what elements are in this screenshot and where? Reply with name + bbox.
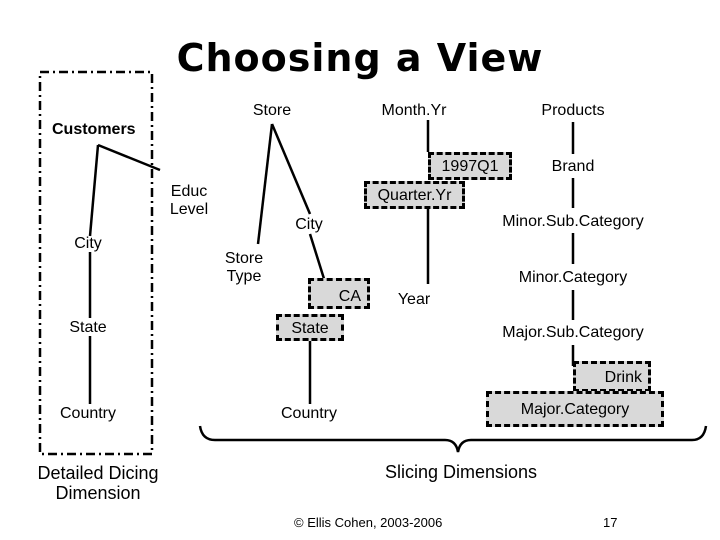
- store-type-label: Store Type: [224, 250, 264, 285]
- year-label: Year: [397, 291, 431, 308]
- customer-state-label: State: [69, 319, 107, 336]
- quarteryr-label: Quarter.Yr: [377, 187, 452, 204]
- minor-category-label: Minor.Category: [518, 269, 628, 286]
- state-slice-box: State: [276, 314, 344, 341]
- drink-slice-box: Drink: [573, 361, 651, 392]
- q1-slice-box: 1997Q1: [428, 152, 512, 180]
- line-store-city: [270, 123, 312, 215]
- major-sub-category-label: Major.Sub.Category: [502, 324, 644, 341]
- store-country-label: Country: [280, 405, 338, 422]
- monthyr-label: Month.Yr: [381, 102, 447, 119]
- customer-country-label: Country: [59, 405, 117, 422]
- page-title: Choosing a View: [176, 36, 544, 80]
- line-city-ca: [308, 233, 327, 283]
- ca-label: CA: [338, 288, 361, 305]
- line-customers-city: [88, 144, 100, 237]
- ca-slice-box: CA: [308, 278, 370, 309]
- drink-label: Drink: [604, 369, 642, 386]
- copyright-text: © Ellis Cohen, 2003-2006: [294, 515, 443, 530]
- line-store-storetype: [256, 123, 274, 245]
- products-label: Products: [541, 102, 605, 119]
- slicing-brace: [198, 425, 708, 453]
- store-label: Store: [252, 102, 292, 119]
- slicing-caption: Slicing Dimensions: [384, 462, 538, 482]
- dicing-caption: Detailed Dicing Dimension: [37, 463, 159, 503]
- page-number: 17: [603, 515, 618, 530]
- major-category-label: Major.Category: [520, 401, 630, 418]
- quarteryr-slice-box: Quarter.Yr: [364, 181, 465, 209]
- customer-city-label: City: [74, 235, 102, 252]
- minor-sub-category-label: Minor.Sub.Category: [502, 213, 644, 230]
- customers-label: Customers: [52, 121, 136, 138]
- store-city-label: City: [295, 216, 323, 233]
- brand-label: Brand: [551, 158, 595, 175]
- line-customers-educ: [97, 143, 161, 172]
- major-category-slice-box: Major.Category: [486, 391, 664, 427]
- educ-level-label: Educ Level: [169, 183, 209, 218]
- q1-label: 1997Q1: [441, 158, 499, 175]
- store-state-label: State: [291, 320, 329, 337]
